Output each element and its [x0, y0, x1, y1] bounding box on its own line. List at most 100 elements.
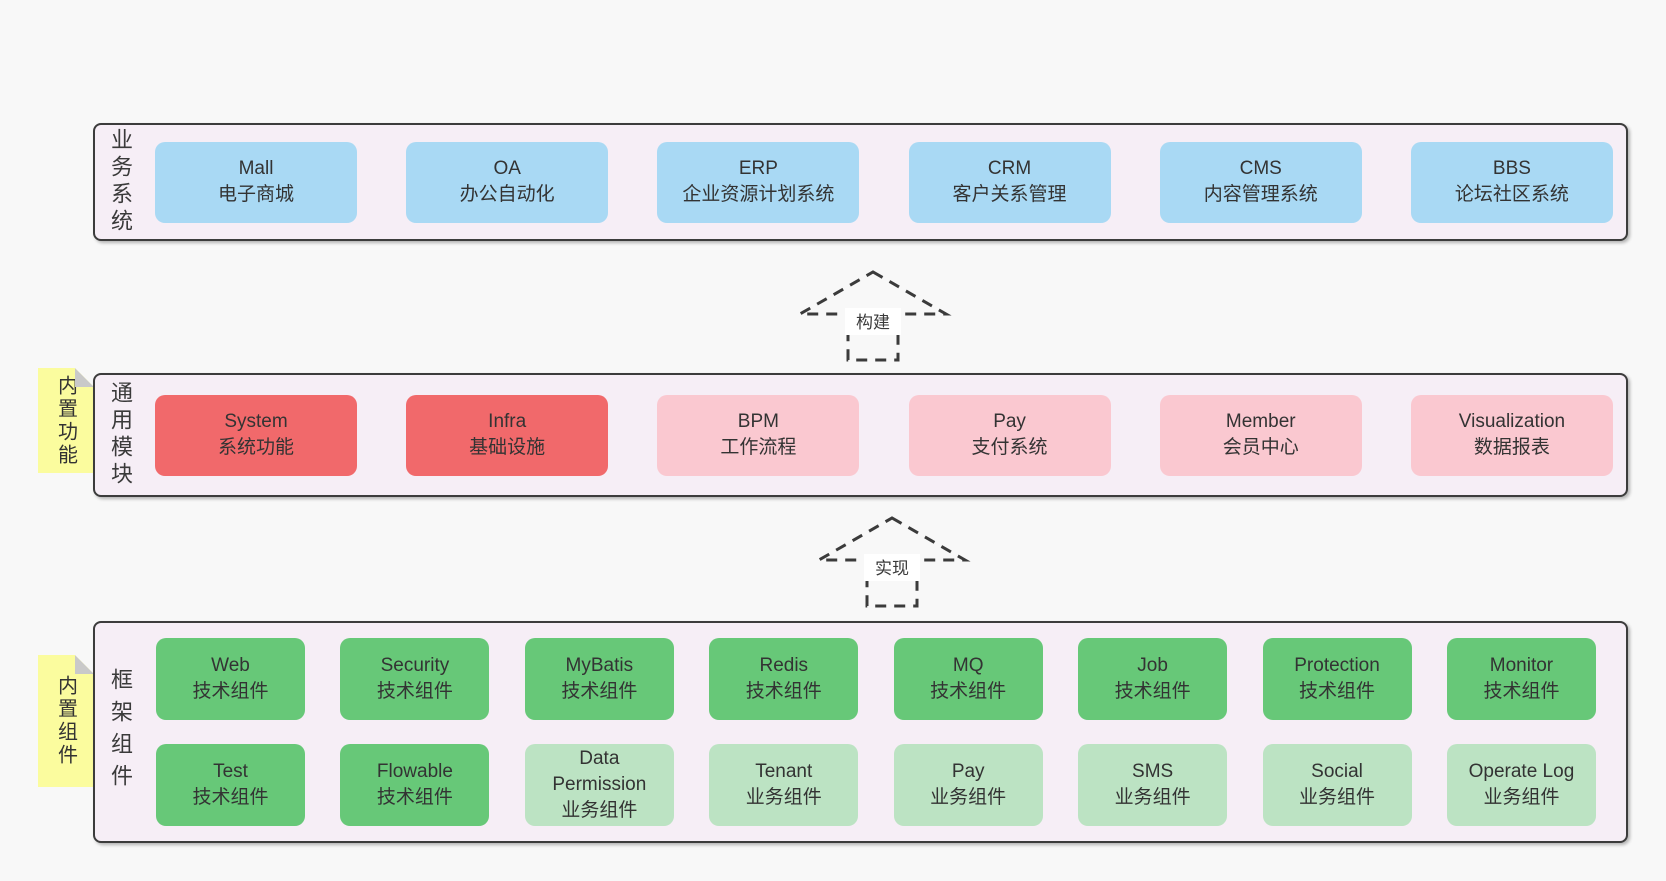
node-data-permission: Data Permission 业务组件 — [524, 744, 674, 826]
node-title: Data Permission — [552, 748, 647, 795]
node-redis: Redis 技术组件 — [709, 638, 859, 720]
node-mall: Mall 电子商城 — [155, 141, 357, 223]
node-subtitle: 技术组件 — [1299, 681, 1376, 702]
sticky-note-builtin-components: 内置组件 — [38, 655, 94, 787]
node-subtitle: 业务组件 — [1114, 787, 1191, 808]
node-subtitle: 支付系统 — [971, 437, 1048, 458]
node-subtitle: 技术组件 — [745, 681, 822, 702]
node-title: CMS — [1239, 158, 1282, 179]
node-security: Security 技术组件 — [340, 638, 490, 720]
node-title: System — [224, 411, 288, 432]
framework-components-grid: Web 技术组件 Security 技术组件 MyBatis 技术组件 Redi… — [156, 638, 1596, 826]
node-title: Tenant — [755, 761, 813, 782]
node-title: BBS — [1492, 158, 1531, 179]
node-subtitle: 业务组件 — [561, 800, 638, 821]
node-mq: MQ 技术组件 — [893, 638, 1043, 720]
node-protection: Protection 技术组件 — [1262, 638, 1412, 720]
node-member: Member 会员中心 — [1159, 394, 1362, 476]
layer-label-framework-components: 框架组件 — [108, 668, 133, 796]
node-crm: CRM 客户关系管理 — [908, 141, 1111, 223]
node-subtitle: 技术组件 — [930, 681, 1007, 702]
node-subtitle: 工作流程 — [720, 437, 797, 458]
node-title: Operate Log — [1468, 761, 1575, 782]
note-fold-corner-icon — [75, 368, 94, 387]
node-title: SMS — [1132, 761, 1174, 782]
node-subtitle: 技术组件 — [192, 681, 269, 702]
framework-row-2: Test 技术组件 Flowable 技术组件 Data Permission … — [156, 744, 1596, 826]
node-subtitle: 内容管理系统 — [1203, 184, 1318, 205]
node-subtitle: 论坛社区系统 — [1454, 184, 1569, 205]
arrow-label: 构建 — [856, 313, 890, 332]
common-modules-row: System 系统功能 Infra 基础设施 BPM 工作流程 Pay 支付系统… — [155, 394, 1613, 476]
node-system: System 系统功能 — [155, 394, 357, 476]
node-bbs: BBS 论坛社区系统 — [1410, 141, 1613, 223]
node-web: Web 技术组件 — [156, 638, 305, 720]
layer-framework-components: 框架组件 Web 技术组件 Security 技术组件 MyBatis 技术组件… — [93, 621, 1628, 843]
node-infra: Infra 基础设施 — [406, 394, 609, 476]
up-arrow-icon: 实现 — [813, 516, 971, 608]
node-pay-component: Pay 业务组件 — [893, 744, 1043, 826]
node-subtitle: 基础设施 — [469, 437, 546, 458]
node-title: Mall — [238, 158, 274, 179]
node-subtitle: 技术组件 — [376, 787, 453, 808]
node-title: Protection — [1294, 655, 1380, 676]
node-subtitle: 会员中心 — [1222, 437, 1299, 458]
node-social: Social 业务组件 — [1262, 744, 1412, 826]
up-arrow-icon: 构建 — [794, 270, 952, 362]
node-visualization: Visualization 数据报表 — [1410, 394, 1613, 476]
node-sms: SMS 业务组件 — [1078, 744, 1228, 826]
node-bpm: BPM 工作流程 — [657, 394, 860, 476]
node-title: Visualization — [1458, 411, 1566, 432]
arrow-label: 实现 — [875, 559, 909, 578]
note-text: 内置组件 — [54, 675, 77, 767]
node-oa: OA 办公自动化 — [406, 141, 609, 223]
node-subtitle: 技术组件 — [192, 787, 269, 808]
node-title: Infra — [488, 411, 527, 432]
layer-label-business-systems: 业务系统 — [108, 128, 133, 236]
node-erp: ERP 企业资源计划系统 — [657, 141, 860, 223]
node-subtitle: 办公自动化 — [459, 184, 555, 205]
node-flowable: Flowable 技术组件 — [340, 744, 490, 826]
node-title: Pay — [951, 761, 985, 782]
node-operate-log: Operate Log 业务组件 — [1446, 744, 1596, 826]
node-title: Redis — [759, 655, 809, 676]
framework-row-1: Web 技术组件 Security 技术组件 MyBatis 技术组件 Redi… — [156, 638, 1596, 720]
node-subtitle: 企业资源计划系统 — [682, 184, 835, 205]
node-title: Web — [211, 655, 250, 676]
node-pay-system: Pay 支付系统 — [908, 394, 1111, 476]
node-title: Monitor — [1489, 655, 1554, 676]
node-subtitle: 客户关系管理 — [952, 184, 1067, 205]
node-test: Test 技术组件 — [156, 744, 305, 826]
note-text: 内置功能 — [54, 374, 77, 467]
node-tenant: Tenant 业务组件 — [709, 744, 859, 826]
node-title: Test — [213, 761, 248, 782]
layer-label-common-modules: 通用模块 — [108, 381, 133, 489]
business-systems-row: Mall 电子商城 OA 办公自动化 ERP 企业资源计划系统 CRM 客户关系… — [155, 141, 1613, 223]
node-title: BPM — [737, 411, 779, 432]
node-title: MyBatis — [565, 655, 634, 676]
node-subtitle: 电子商城 — [217, 184, 294, 205]
node-subtitle: 业务组件 — [1299, 787, 1376, 808]
node-title: Flowable — [376, 761, 453, 782]
node-subtitle: 数据报表 — [1473, 437, 1550, 458]
node-subtitle: 技术组件 — [1483, 681, 1560, 702]
node-title: CRM — [987, 158, 1032, 179]
node-title: Security — [380, 655, 450, 676]
arrow-build-up: 构建 — [794, 270, 952, 362]
sticky-note-builtin-features: 内置功能 — [38, 368, 94, 473]
node-subtitle: 业务组件 — [1483, 787, 1560, 808]
node-title: OA — [493, 158, 521, 179]
node-cms: CMS 内容管理系统 — [1159, 141, 1362, 223]
node-title: MQ — [952, 655, 984, 676]
node-title: ERP — [738, 158, 778, 179]
layer-common-modules: 通用模块 System 系统功能 Infra 基础设施 BPM 工作流程 Pay… — [93, 373, 1628, 497]
layer-business-systems: 业务系统 Mall 电子商城 OA 办公自动化 ERP 企业资源计划系统 CRM… — [93, 123, 1628, 241]
node-title: Social — [1311, 761, 1363, 782]
node-title: Member — [1225, 411, 1296, 432]
node-monitor: Monitor 技术组件 — [1446, 638, 1596, 720]
node-subtitle: 技术组件 — [376, 681, 453, 702]
node-subtitle: 业务组件 — [745, 787, 822, 808]
node-job: Job 技术组件 — [1078, 638, 1228, 720]
node-subtitle: 技术组件 — [1114, 681, 1191, 702]
